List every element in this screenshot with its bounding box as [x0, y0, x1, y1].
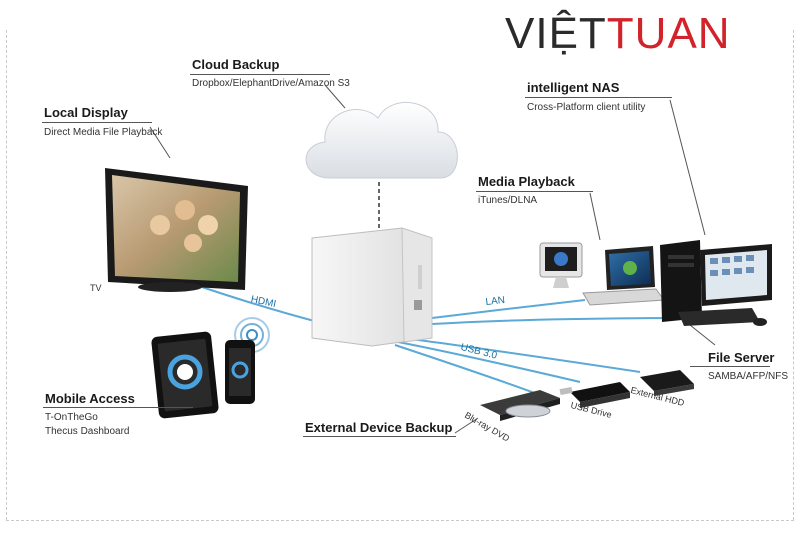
laptop-device: [582, 246, 665, 306]
pointer-media: [589, 192, 601, 241]
bluray-drive: [480, 390, 560, 421]
mobile-access-line2: Thecus Dashboard: [45, 426, 130, 437]
cloud-icon: [305, 102, 458, 179]
local-display-rule: [42, 122, 152, 123]
lan-label: LAN: [485, 294, 506, 308]
lan-cable-1: [431, 299, 586, 319]
media-playback-subtitle: iTunes/DLNA: [478, 195, 538, 206]
file-server-rule: [690, 366, 770, 367]
tablet-device: [151, 331, 219, 419]
dashed-border-bottom: [6, 520, 794, 521]
external-backup-rule: [303, 436, 456, 437]
desktop-device: [660, 240, 772, 326]
usb-drive: [559, 382, 630, 408]
pointer-cloud: [324, 84, 346, 109]
tv-label: TV: [90, 283, 102, 293]
pointer-lines: [149, 84, 716, 434]
brand-logo: VIỆTTUAN: [505, 6, 731, 62]
usb-cable-1: [394, 344, 541, 396]
brand-logo-part1: VIỆT: [505, 9, 607, 58]
usb-cable-2: [397, 341, 581, 383]
cloud-backup-title: Cloud Backup: [192, 57, 280, 72]
phone-device: [225, 340, 255, 404]
external-hdd: [640, 370, 694, 396]
intelligent-nas-subtitle: Cross-Platform client utility: [527, 102, 646, 113]
pointer-local-display: [149, 126, 171, 159]
pointer-nas: [669, 99, 706, 236]
brand-logo-part2: TUAN: [606, 9, 731, 58]
imac-device: [539, 242, 583, 288]
lan-cable-2: [431, 317, 691, 325]
nas-device: [311, 227, 433, 347]
mobile-access-rule: [43, 407, 193, 408]
local-display-title: Local Display: [44, 105, 128, 120]
cloud-backup-subtitle: Dropbox/ElephantDrive/Amazon S3: [192, 78, 350, 89]
external-backup-title: External Device Backup: [305, 420, 453, 435]
intelligent-nas-rule: [525, 97, 672, 98]
file-server-subtitle: SAMBA/AFP/NFS: [708, 371, 789, 382]
media-playback-rule: [476, 191, 593, 192]
tv-device: [105, 168, 248, 292]
mobile-access-line1: T-OnTheGo: [45, 412, 98, 423]
cloud-backup-rule: [190, 74, 330, 75]
dashed-border-right: [793, 30, 794, 520]
pointer-file-server: [689, 324, 716, 346]
media-playback-title: Media Playback: [478, 174, 575, 189]
dashed-border-left: [6, 30, 7, 520]
intelligent-nas-title: intelligent NAS: [527, 80, 620, 95]
pointer-external: [454, 417, 479, 434]
file-server-title: File Server: [708, 350, 775, 365]
usb-cable-3: [401, 337, 641, 373]
mobile-access-title: Mobile Access: [45, 391, 135, 406]
hdmi-cable: [189, 282, 319, 323]
cables: [189, 282, 691, 396]
local-display-subtitle: Direct Media File Playback: [44, 127, 163, 138]
